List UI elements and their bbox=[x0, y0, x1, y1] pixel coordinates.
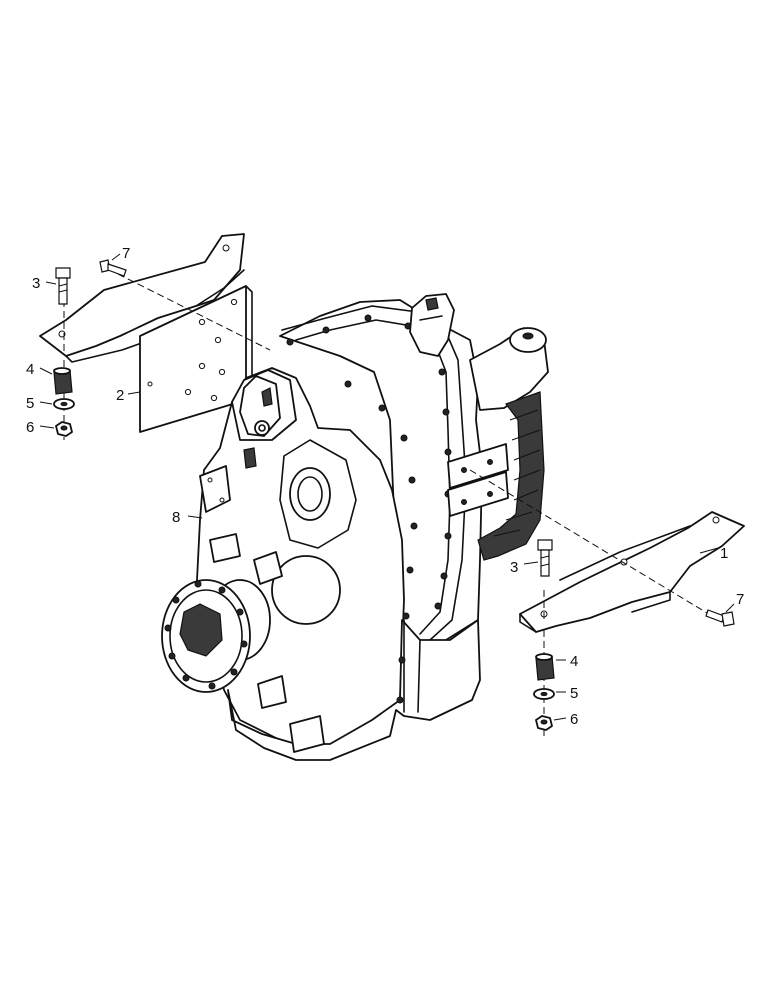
left-washer-5 bbox=[53, 398, 75, 410]
callout-7-right: 7 bbox=[736, 591, 744, 608]
callout-labels: 7 3 4 5 6 2 8 1 3 7 4 5 6 bbox=[26, 245, 744, 728]
right-washer-5 bbox=[533, 688, 555, 700]
callout-5-left: 5 bbox=[26, 395, 34, 412]
callout-4-left: 4 bbox=[26, 361, 34, 378]
flange-bolts bbox=[286, 314, 452, 704]
left-fasteners bbox=[53, 259, 127, 437]
callout-5-right: 5 bbox=[570, 685, 578, 702]
right-bolt-7 bbox=[705, 609, 735, 627]
left-bolt-3 bbox=[55, 267, 71, 305]
right-fasteners bbox=[533, 539, 735, 731]
callout-3-left: 3 bbox=[32, 275, 40, 292]
callout-leaders bbox=[39, 253, 735, 721]
right-mounting-bracket bbox=[519, 511, 745, 633]
transmission-housing bbox=[161, 293, 483, 761]
callout-7-left: 7 bbox=[122, 245, 130, 262]
callout-2: 2 bbox=[116, 387, 124, 404]
callout-6-right: 6 bbox=[570, 711, 578, 728]
right-rubber-mount-4 bbox=[535, 653, 555, 681]
callout-8: 8 bbox=[172, 509, 180, 526]
callout-1: 1 bbox=[720, 545, 728, 562]
right-nut-6 bbox=[535, 715, 553, 731]
callout-4-right: 4 bbox=[570, 653, 578, 670]
output-flange bbox=[161, 579, 271, 693]
left-mounting-bracket bbox=[39, 233, 253, 433]
left-rubber-mount-4 bbox=[53, 367, 73, 395]
right-bolt-3 bbox=[537, 539, 553, 577]
left-bolt-7 bbox=[99, 259, 127, 277]
top-breather-fitting bbox=[409, 293, 455, 357]
oil-cooler-pipe bbox=[447, 327, 549, 561]
callout-3-right: 3 bbox=[510, 559, 518, 576]
callout-6-left: 6 bbox=[26, 419, 34, 436]
left-nut-6 bbox=[55, 421, 73, 437]
